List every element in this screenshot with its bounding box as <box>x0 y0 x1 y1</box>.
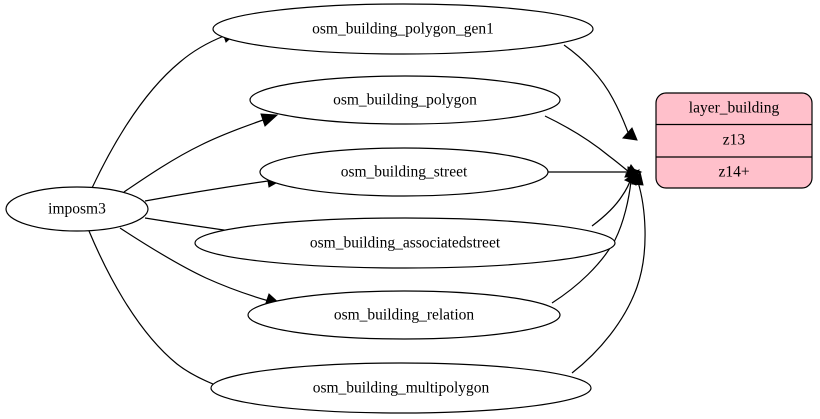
node-osm-building-street-label: osm_building_street <box>341 164 468 181</box>
node-osm-building-relation-label: osm_building_relation <box>334 307 475 324</box>
edge-osm-building-polygon-gen1-to-layer-building-z13 <box>563 44 638 141</box>
node-osm-building-polygon-ellipse[interactable] <box>249 75 561 125</box>
edge-imposm3-to-osm-building-polygon-gen1 <box>91 29 240 189</box>
node-osm-building-street-ellipse[interactable] <box>259 147 549 197</box>
edge-osm-building-multipolygon-to-layer-building-z14 <box>571 170 646 374</box>
layer-building-title-label: layer_building <box>689 100 780 117</box>
node-layer-building[interactable]: layer_building z13 z14+ <box>655 92 813 189</box>
node-osm-building-associatedstreet-label: osm_building_associatedstreet <box>310 235 501 252</box>
node-imposm3-ellipse[interactable] <box>5 186 149 232</box>
layer-building-z13-label: z13 <box>723 132 746 149</box>
node-imposm3[interactable]: imposm3 <box>5 186 149 232</box>
node-imposm3-label: imposm3 <box>48 201 106 218</box>
node-osm-building-multipolygon-ellipse[interactable] <box>210 362 592 414</box>
edge-imposm3-to-osm-building-multipolygon <box>88 230 236 394</box>
node-osm-building-polygon-label: osm_building_polygon <box>333 92 477 109</box>
node-osm-building-relation-ellipse[interactable] <box>247 290 561 340</box>
node-osm-building-associatedstreet[interactable]: osm_building_associatedstreet <box>194 217 616 269</box>
node-osm-building-polygon-gen1[interactable]: osm_building_polygon_gen1 <box>212 3 594 55</box>
node-osm-building-street[interactable]: osm_building_street <box>259 147 549 197</box>
edge-imposm3-to-osm-building-polygon <box>123 113 279 193</box>
node-osm-building-relation[interactable]: osm_building_relation <box>247 290 561 340</box>
node-layer-building-box[interactable] <box>655 92 813 189</box>
edge-group-tables-to-layer <box>544 44 646 374</box>
edge-imposm3-to-osm-building-street <box>144 174 285 202</box>
node-osm-building-polygon[interactable]: osm_building_polygon <box>249 75 561 125</box>
node-osm-building-associatedstreet-ellipse[interactable] <box>194 217 616 269</box>
node-osm-building-polygon-gen1-label: osm_building_polygon_gen1 <box>312 21 494 38</box>
layer-building-z14-label: z14+ <box>718 164 749 181</box>
node-osm-building-polygon-gen1-ellipse[interactable] <box>212 3 594 55</box>
node-osm-building-multipolygon-label: osm_building_multipolygon <box>313 380 490 397</box>
node-osm-building-multipolygon[interactable]: osm_building_multipolygon <box>210 362 592 414</box>
